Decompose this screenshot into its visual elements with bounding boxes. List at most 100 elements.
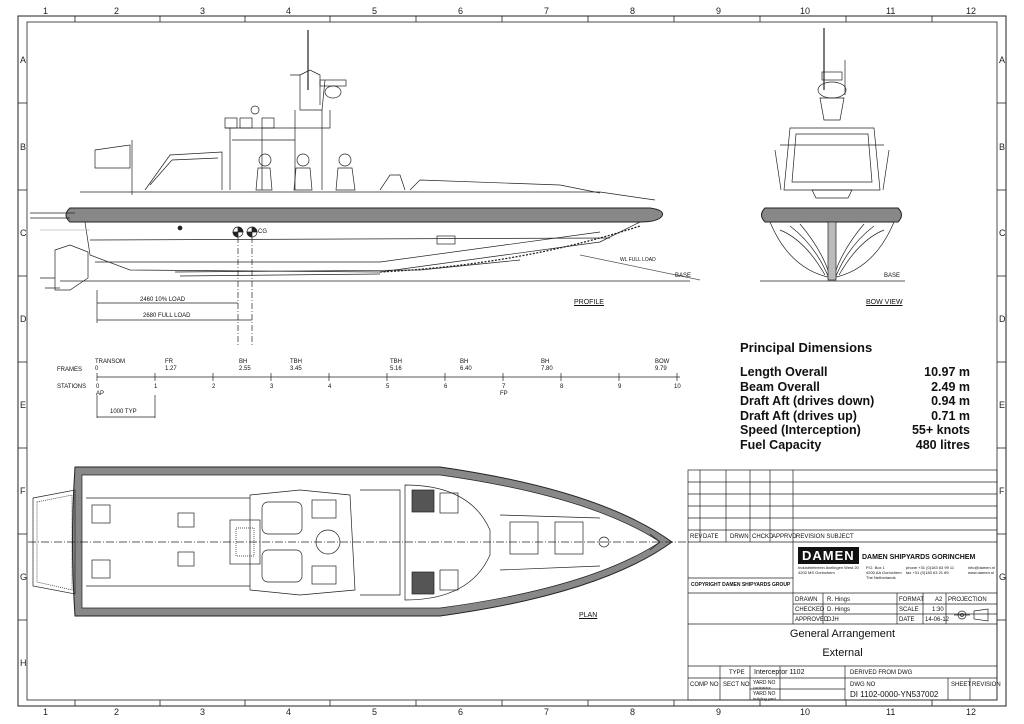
frame-mark-name: BH <box>541 359 550 365</box>
scale-value: 1:30 <box>932 607 944 613</box>
frames-label: FRAMES <box>57 367 83 373</box>
address-line: 4202 MS Gorinchem <box>798 570 835 575</box>
date-label: DATE <box>899 617 915 623</box>
frame-mark-value: 3.45 <box>290 366 302 372</box>
typ-label: 1000 TYP <box>110 409 137 415</box>
type-label: TYPE <box>729 670 745 676</box>
dimension-label: Draft Aft (drives up) <box>740 408 857 423</box>
derived-label: DERIVED FROM DWG <box>850 670 913 676</box>
grid-row-d-right: D <box>999 314 1006 324</box>
projection-label: PROJECTION <box>948 597 987 603</box>
station-number: 4 <box>328 384 332 390</box>
drawing-title: General Arrangement <box>789 628 896 640</box>
frame-mark-value: 1.27 <box>165 366 177 372</box>
frame-mark-name: BH <box>460 359 469 365</box>
grid-row-f-right: F <box>999 486 1005 496</box>
dimension-value: 480 litres <box>915 437 970 452</box>
frame-mark-name: TBH <box>290 359 302 365</box>
company-name: DAMEN SHIPYARDS GORINCHEM <box>862 554 976 561</box>
dimension-label: Fuel Capacity <box>740 437 822 452</box>
plan-label: PLAN <box>579 612 598 619</box>
grid-col-6: 6 <box>458 6 464 16</box>
yard-no-building-sub: building yard <box>753 696 776 701</box>
email-line: info@damen.nl <box>968 565 995 570</box>
grid-col-4: 4 <box>286 6 292 16</box>
grid-col-8-bottom: 8 <box>630 707 636 717</box>
rev-header: REVISION SUBJECT <box>796 534 854 540</box>
dimension-row: Speed (Interception) 55+ knots <box>740 423 970 438</box>
grid-col-2-bottom: 2 <box>114 707 120 717</box>
frame-mark-value: 5.16 <box>390 366 402 372</box>
grid-col-9-bottom: 9 <box>716 707 722 717</box>
drawn-label: DRAWN <box>795 597 818 603</box>
checked-label: CHECKED <box>795 607 825 613</box>
scale-label: SCALE <box>899 607 919 613</box>
grid-row-e: E <box>20 400 27 410</box>
station-number: 2 <box>212 384 216 390</box>
ap-label: AP <box>96 391 105 397</box>
web-line: www.damen.nl <box>968 570 995 575</box>
checked-value: D. Hings <box>827 607 851 613</box>
grid-row-f: F <box>20 486 26 496</box>
station-number: 5 <box>386 384 390 390</box>
grid-col-8: 8 <box>630 6 636 16</box>
dimension-row: Fuel Capacity 480 litres <box>740 438 970 453</box>
approved-value: DJH <box>827 617 839 623</box>
station-number: 7 <box>502 384 506 390</box>
yard-no-building: YARD NO <box>753 691 776 697</box>
format-label: FORMAT <box>899 597 924 603</box>
grid-col-2: 2 <box>114 6 120 16</box>
grid-col-9: 9 <box>716 6 722 16</box>
principal-dimensions-title: Principal Dimensions <box>740 340 873 355</box>
station-number: 9 <box>618 384 622 390</box>
dimension-value: 0.94 m <box>931 394 970 409</box>
grid-col-4-bottom: 4 <box>286 707 292 717</box>
sheet-label: SHEET <box>951 682 972 688</box>
rev-header: DATE <box>703 534 719 540</box>
grid-row-a-right: A <box>999 55 1006 65</box>
dim-full-load: 2680 FULL LOAD <box>143 313 191 319</box>
rev-header: APPRVD <box>772 534 797 540</box>
grid-row-b: B <box>20 142 27 152</box>
grid-col-5: 5 <box>372 6 378 16</box>
frame-mark-value: 9.79 <box>655 366 667 372</box>
grid-col-10: 10 <box>800 6 811 16</box>
grid-col-3-bottom: 3 <box>200 707 206 717</box>
frame-mark-name: BH <box>239 359 248 365</box>
grid-row-c-right: C <box>999 228 1006 238</box>
station-number: 3 <box>270 384 274 390</box>
pobox-line: 4200 AA Gorinchem <box>866 570 902 575</box>
grid-row-h: H <box>20 658 27 668</box>
rev-header: CHCKD <box>752 534 774 540</box>
profile-label: PROFILE <box>574 299 604 306</box>
revision-label: REVISION <box>972 682 1001 688</box>
frame-mark-name: BOW <box>655 359 670 365</box>
grid-row-e-right: E <box>999 400 1006 410</box>
frame-mark-value: 0 <box>95 366 99 372</box>
fp-label: FP <box>500 391 508 397</box>
cg-label: CG <box>258 229 267 235</box>
grid-row-b-right: B <box>999 142 1006 152</box>
grid-col-3: 3 <box>200 6 206 16</box>
format-value: A2 <box>935 597 943 603</box>
wl-full-load-label: WL FULL LOAD <box>620 257 656 263</box>
drawing-subtitle: External <box>822 647 863 659</box>
yard-no-contractor-sub: contractor <box>753 685 771 690</box>
dim-10-load: 2460 10% LOAD <box>140 297 186 303</box>
grid-col-5-bottom: 5 <box>372 707 378 717</box>
pobox-line: The Netherlands <box>866 575 896 580</box>
grid-col-7: 7 <box>544 6 550 16</box>
damen-logo: DAMEN <box>798 547 859 564</box>
grid-row-g: G <box>20 572 28 582</box>
station-number: 1 <box>154 384 158 390</box>
grid-row-a: A <box>20 55 27 65</box>
phone-line: phone +31 (0)183 63 99 11 <box>906 565 955 570</box>
type-value: Interceptor 1102 <box>754 669 805 676</box>
dimension-label: Beam Overall <box>740 379 820 394</box>
rev-header: REV <box>690 534 703 540</box>
date-value: 14-06-12 <box>925 617 950 623</box>
